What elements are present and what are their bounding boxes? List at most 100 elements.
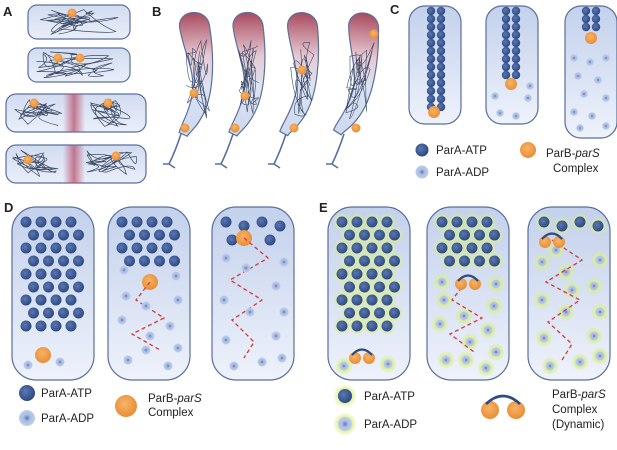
- para-adp-particle: [561, 307, 571, 317]
- para-atp-particle: [146, 242, 158, 254]
- para-atp-particle: [43, 255, 54, 267]
- para-atp-particle: [359, 307, 370, 319]
- para-atp-particle: [374, 229, 385, 241]
- legend-c-adp-swatch: [415, 165, 429, 179]
- para-atp-particle: [28, 229, 39, 241]
- para-adp-particle: [524, 94, 532, 102]
- para-atp-particle: [501, 30, 511, 40]
- para-atp-particle: [43, 307, 54, 319]
- chromosome-squiggle: [344, 42, 375, 120]
- legend-e-complex-label-2: Complex: [552, 404, 598, 416]
- legend-e-adp-swatch: [338, 417, 352, 431]
- para-adp-particle: [121, 291, 131, 301]
- para-adp-particle: [437, 277, 447, 287]
- para-atp-particle: [366, 216, 378, 228]
- chromosome-squiggle: [185, 39, 210, 119]
- para-atp-particle: [436, 242, 448, 254]
- para-atp-particle: [426, 94, 436, 104]
- parb-pars-complex: [35, 347, 51, 363]
- parb-dynamic-arc: [351, 348, 373, 356]
- chromosome: [290, 41, 315, 117]
- para-adp-particle: [441, 355, 451, 365]
- para-atp-particle: [351, 216, 363, 228]
- para-atp-particle: [35, 242, 47, 254]
- chromosome: [185, 39, 210, 119]
- para-atp-particle: [381, 294, 393, 306]
- parb-pars-complex: [75, 53, 85, 63]
- para-atp-particle: [381, 242, 393, 254]
- para-adp-particle: [173, 295, 183, 305]
- para-atp-particle: [426, 6, 436, 16]
- parb-pars-complex: [349, 352, 361, 364]
- para-adp-particle: [279, 307, 289, 317]
- para-atp-particle: [538, 216, 550, 228]
- legend-e-complex-swatch: [481, 394, 525, 419]
- para-adp-particle: [23, 360, 33, 370]
- para-adp-particle: [489, 301, 499, 311]
- para-adp-particle: [339, 361, 349, 371]
- stalk: [215, 133, 234, 169]
- para-adp-particle: [163, 361, 173, 371]
- para-atp-particle: [459, 255, 470, 267]
- caulobacter-cell: [326, 12, 380, 169]
- para-atp-particle: [336, 242, 348, 254]
- para-adp-particle: [221, 335, 231, 345]
- para-adp-particle: [586, 58, 594, 66]
- parb-pars-complex: [507, 401, 525, 419]
- cell-c2: [485, 5, 539, 125]
- para-adp-particle: [561, 267, 571, 277]
- para-atp-particle: [336, 268, 348, 280]
- para-atp-particle: [65, 320, 77, 332]
- para-atp-particle: [436, 62, 446, 72]
- para-atp-particle: [436, 6, 446, 16]
- para-adp-particle: [589, 281, 599, 291]
- para-atp-particle: [124, 255, 135, 267]
- para-atp-particle: [436, 216, 448, 228]
- para-atp-particle: [474, 229, 485, 241]
- para-atp-particle: [65, 242, 77, 254]
- para-atp-particle: [511, 62, 521, 72]
- para-adp-particle: [594, 76, 602, 84]
- para-adp-particle: [537, 295, 547, 305]
- para-particles-e: [333, 213, 609, 377]
- para-atp-particle: [161, 242, 173, 254]
- para-adp-particle: [602, 122, 610, 130]
- para-adp-particle: [588, 112, 596, 120]
- panel-a-label: A: [3, 4, 13, 19]
- para-atp-particle: [381, 216, 393, 228]
- para-atp-particle: [351, 242, 363, 254]
- para-atp-particle: [344, 307, 355, 319]
- para-atp-particle: [489, 229, 500, 241]
- parb-pars-complex: [455, 278, 467, 290]
- legend-d-atp-swatch: [19, 385, 35, 401]
- chromosome-squiggles: [12, 9, 137, 178]
- parb-pars-complex: [585, 32, 597, 44]
- para-atp-particle: [220, 216, 232, 228]
- caulobacter-cell: [215, 12, 266, 169]
- para-atp-particle: [481, 216, 493, 228]
- para-atp-particle: [501, 14, 511, 24]
- para-atp-particle: [426, 38, 436, 48]
- para-atp-particle: [58, 281, 69, 293]
- para-atp-particle: [58, 229, 69, 241]
- para-atp-particle: [511, 30, 521, 40]
- chromosome: [238, 40, 260, 114]
- para-atp-particle: [511, 70, 521, 80]
- cell-body: [178, 11, 214, 138]
- para-atp-particle: [426, 62, 436, 72]
- para-atp-particle: [351, 268, 363, 280]
- para-adp-particle: [567, 285, 577, 295]
- para-atp-particle: [366, 242, 378, 254]
- diffusion-trail: [448, 281, 484, 353]
- para-atp-particle: [436, 54, 446, 64]
- para-atp-particle: [50, 268, 62, 280]
- para-atp-particle: [511, 6, 521, 16]
- para-atp-particle: [426, 46, 436, 56]
- para-atp-particle: [35, 294, 47, 306]
- para-atp-particle: [374, 255, 385, 267]
- para-adp-particle: [496, 109, 504, 117]
- parb-pars-complex: [67, 8, 77, 18]
- para-atp-particle: [351, 320, 363, 332]
- para-atp-particle: [511, 54, 521, 64]
- para-atp-particle: [256, 216, 268, 228]
